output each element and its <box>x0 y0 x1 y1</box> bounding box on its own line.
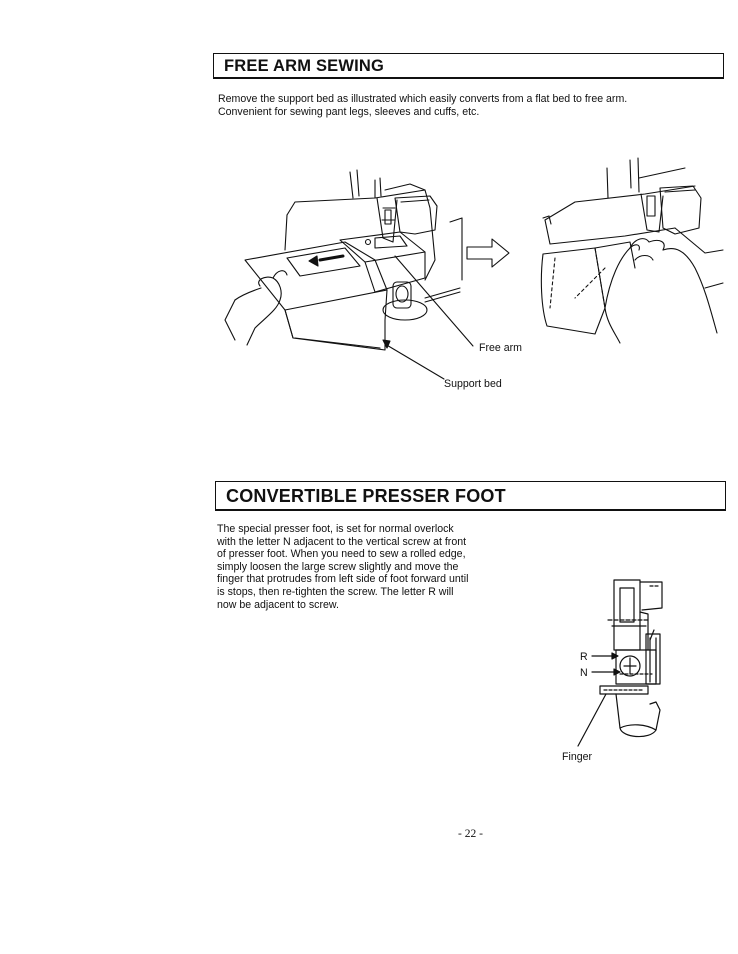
transition-arrow <box>466 237 510 269</box>
free-arm-instructions: Remove the support bed as illustrated wh… <box>218 93 627 118</box>
convertible-presser-foot-header: CONVERTIBLE PRESSER FOOT <box>215 481 726 511</box>
free-arm-sewing-illustration <box>535 158 725 343</box>
paragraph-line: Remove the support bed as illustrated wh… <box>218 93 628 105</box>
finger-label: Finger <box>562 751 593 763</box>
paragraph-line: simply loosen the large screw slightly a… <box>217 560 459 573</box>
presser-foot-instructions: The special presser foot, is set for nor… <box>217 523 468 611</box>
paragraph-line: of presser foot. When you need to sew a … <box>217 548 466 561</box>
letter-n-label: N <box>580 667 588 679</box>
page-number: - 22 - <box>458 828 483 840</box>
letter-r-label: R <box>580 651 588 663</box>
header-underline <box>216 508 725 510</box>
paragraph-line: now be adjacent to screw. <box>217 598 339 611</box>
free-arm-sewing-header: FREE ARM SEWING <box>213 53 724 79</box>
free-arm-sewing-title: FREE ARM SEWING <box>224 57 385 75</box>
paragraph-line: The special presser foot, is set for nor… <box>217 523 454 535</box>
paragraph-line: with the letter N adjacent to the vertic… <box>217 535 467 548</box>
paragraph-line: finger that protrudes from left side of … <box>217 573 469 586</box>
header-underline <box>214 76 723 78</box>
presser-foot-illustration <box>590 578 670 748</box>
paragraph-line: is stops, then re-tighten the screw. The… <box>217 585 454 598</box>
support-bed-removal-illustration <box>225 160 475 360</box>
paragraph-line: Convenient for sewing pant legs, sleeves… <box>218 105 480 118</box>
free-arm-label: Free arm <box>479 342 522 354</box>
support-bed-label: Support bed <box>444 378 502 390</box>
convertible-presser-foot-title: CONVERTIBLE PRESSER FOOT <box>226 486 506 506</box>
